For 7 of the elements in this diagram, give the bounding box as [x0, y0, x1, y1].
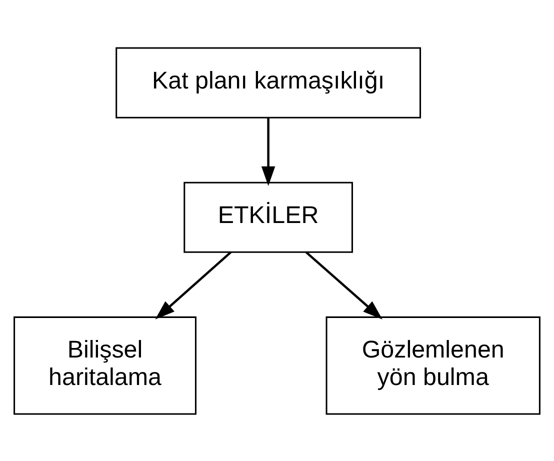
node-box: Kat planı karmaşıklığı	[116, 46, 422, 118]
arrow	[155, 250, 232, 319]
arrow	[305, 250, 382, 319]
node-box: Bilişsel haritalama	[14, 316, 196, 414]
node-box: ETKİLER	[184, 181, 353, 252]
node-box: Gözlemlenen yön bulma	[326, 316, 540, 414]
arrow	[261, 118, 276, 186]
